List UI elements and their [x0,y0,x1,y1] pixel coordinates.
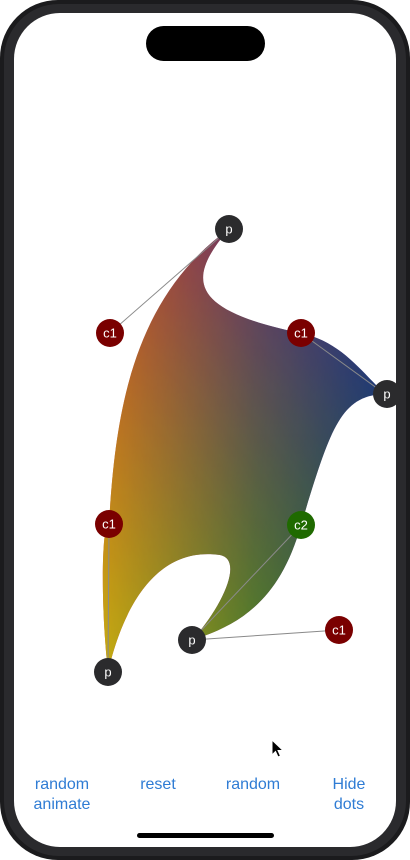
handle-c1-top-left-label: c1 [103,326,117,341]
control-line-top-right [300,332,386,395]
handle-c1-top-left[interactable]: c1 [96,319,124,347]
handle-p-bottom-left[interactable]: p [94,658,122,686]
handle-c1-left-mid-label: c1 [102,517,116,532]
handle-p-right-label: p [383,387,390,402]
control-line-right [191,524,302,641]
handle-c1-top-right-label: c1 [294,326,308,341]
handle-p-top[interactable]: p [215,215,243,243]
handle-p-bottom-center-label: p [188,633,195,648]
handle-c1-bottom-right[interactable]: c1 [325,616,353,644]
handle-c2-right-mid-label: c2 [294,518,308,533]
handle-p-bottom-center[interactable]: p [178,626,206,654]
control-lines [107,228,386,673]
random-button[interactable]: random [225,776,281,793]
control-line-left [107,523,110,673]
dynamic-island [146,26,265,61]
random-animate-button[interactable]: random animate [33,776,91,813]
handle-p-bottom-left-label: p [104,665,111,680]
control-line-top-left [109,228,230,334]
home-indicator [137,833,274,838]
handle-p-top-label: p [225,222,232,237]
handle-c1-left-mid[interactable]: c1 [95,510,123,538]
control-line-bottom [191,629,340,641]
handle-c1-bottom-right-label: c1 [332,623,346,638]
bottom-toolbar: random animate reset random Hide dots [14,775,396,825]
reset-button[interactable]: reset [140,776,176,793]
handle-c1-top-right[interactable]: c1 [287,319,315,347]
handle-p-right[interactable]: p [373,380,401,408]
arrow-pointer-icon [271,739,285,758]
hide-dots-button[interactable]: Hide dots [332,776,366,813]
handle-c2-right-mid[interactable]: c2 [287,511,315,539]
